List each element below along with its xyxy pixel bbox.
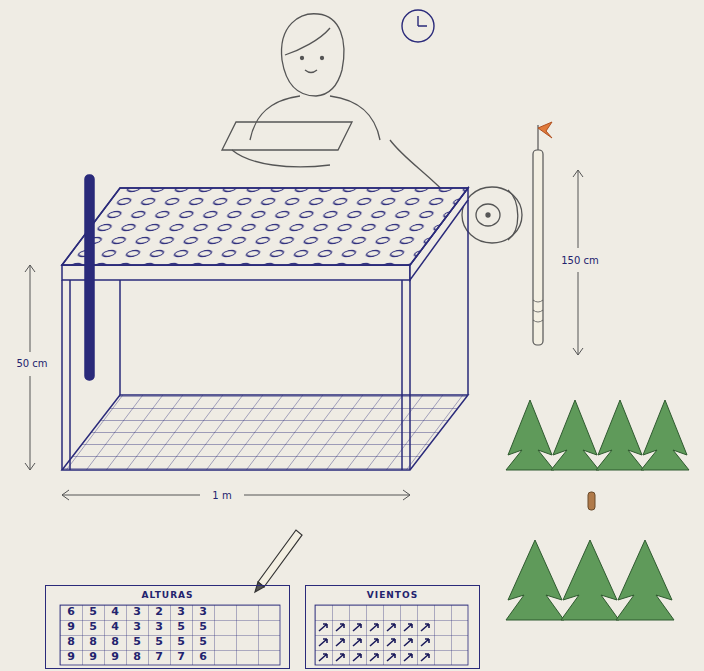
table-cell: 8: [105, 635, 125, 649]
trunk-mark: [588, 492, 595, 510]
table-cell: 3: [171, 605, 191, 619]
wind-arrows: [315, 620, 434, 665]
dimension-arrow: [25, 265, 410, 500]
table-cell: 5: [171, 620, 191, 634]
table-cell: 6: [61, 605, 81, 619]
dimension-label: 50 cm: [8, 356, 56, 371]
table-cell: 9: [83, 650, 103, 664]
table-cell: 4: [105, 605, 125, 619]
table-cell: 2: [149, 605, 169, 619]
winds-grid: [315, 605, 468, 665]
table-cell: 3: [149, 620, 169, 634]
table-cell: 7: [149, 650, 169, 664]
table-cell: 6: [193, 650, 213, 664]
table-cell: 5: [171, 635, 191, 649]
recorder-wheel: [462, 187, 522, 243]
clock-icon: [402, 10, 434, 42]
heights-grid: [60, 605, 280, 665]
table-cell: 5: [127, 635, 147, 649]
table-cell: 5: [193, 635, 213, 649]
table-cell: 5: [83, 605, 103, 619]
grid-table: [62, 175, 468, 470]
data-sheet: VIENTOS: [305, 585, 480, 669]
table-cell: 4: [105, 620, 125, 634]
table-cell: 9: [61, 620, 81, 634]
data-sheet: ALTURAS: [45, 585, 290, 669]
table-cell: 8: [127, 650, 147, 664]
dimension-label: 150 cm: [553, 253, 607, 268]
sheet-title: VIENTOS: [306, 586, 479, 602]
wind-vane-stick: [533, 122, 552, 345]
dimension-label: 1 m: [200, 488, 244, 503]
table-cell: 3: [127, 620, 147, 634]
tree-row: [506, 400, 689, 620]
pencil: [255, 530, 302, 592]
table-cell: 5: [83, 620, 103, 634]
table-cell: 5: [193, 620, 213, 634]
table-cell: 9: [61, 650, 81, 664]
table-cell: 9: [105, 650, 125, 664]
table-cell: 3: [127, 605, 147, 619]
table-cell: 8: [61, 635, 81, 649]
table-cell: 5: [149, 635, 169, 649]
table-cell: 3: [193, 605, 213, 619]
table-cell: 8: [83, 635, 103, 649]
table-cell: 7: [171, 650, 191, 664]
sheet-title: ALTURAS: [46, 586, 289, 602]
